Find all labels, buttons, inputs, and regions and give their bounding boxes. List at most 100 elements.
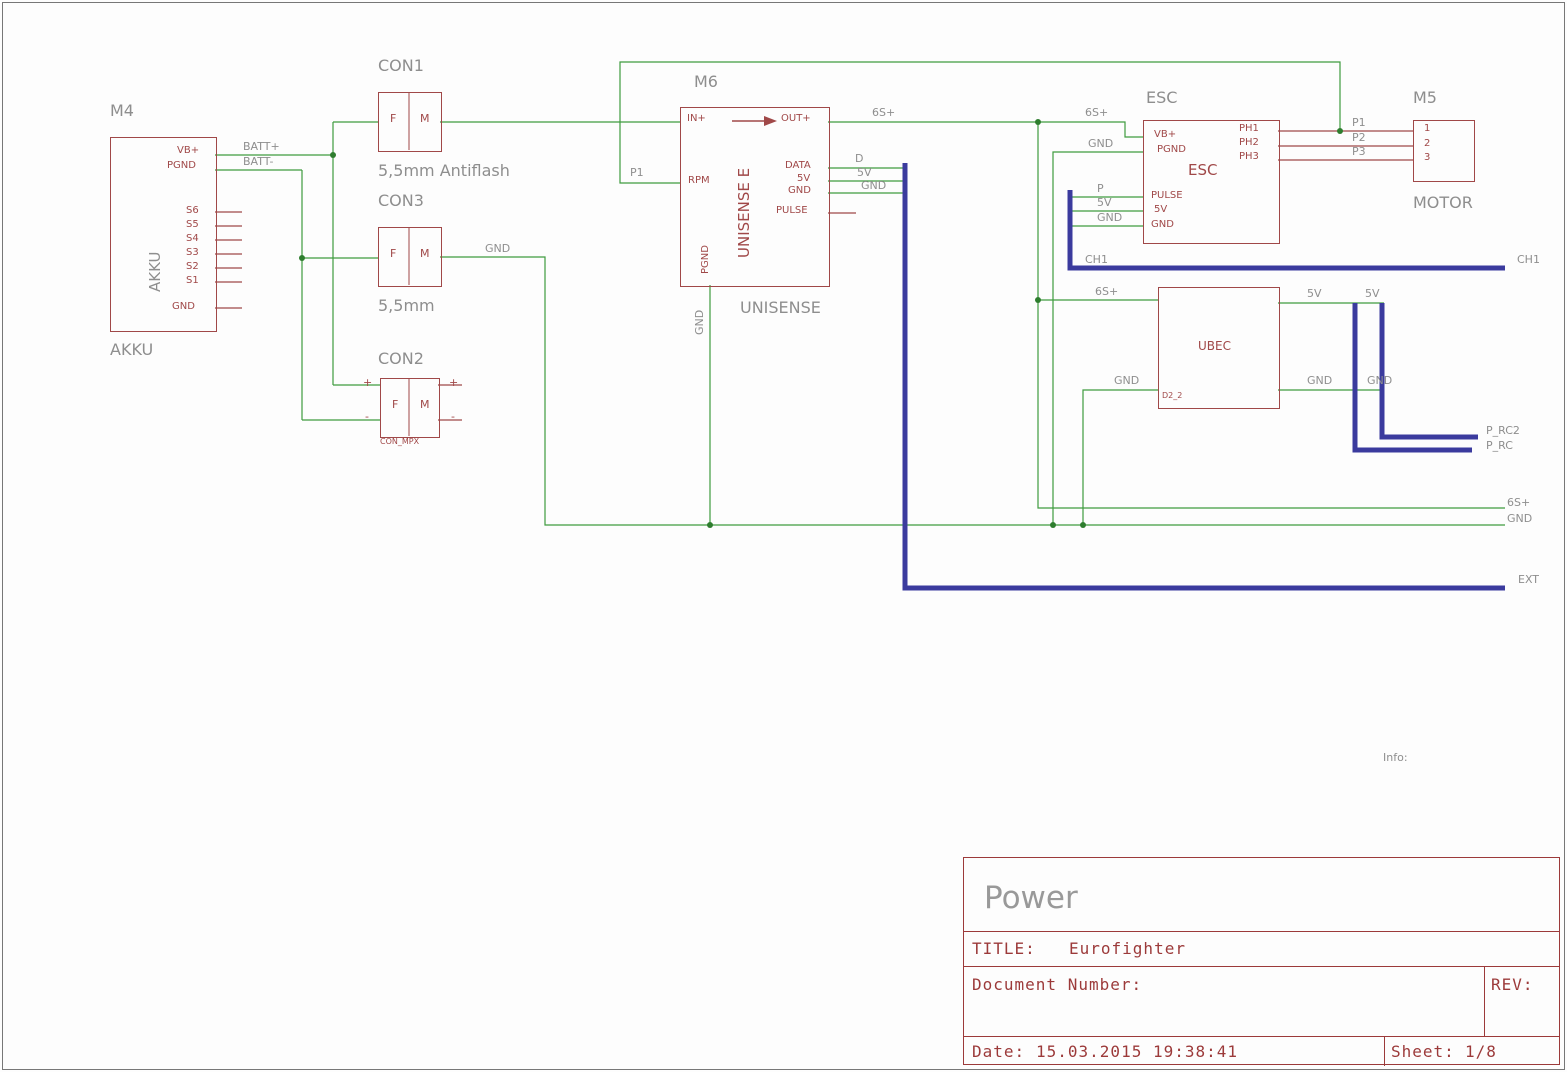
unisense-inner-label: UNISENSE E	[735, 167, 753, 258]
rev-label: REV:	[1491, 975, 1534, 994]
net-label-gnd-esc: GND	[1088, 137, 1114, 150]
unisense-pin-pulse: PULSE	[776, 205, 808, 216]
date-value: 15.03.2015 19:38:41	[1036, 1042, 1239, 1061]
esc-pin-ph1: PH1	[1239, 123, 1259, 134]
net-label-p-rc: P_RC	[1486, 439, 1513, 452]
wire-ubec-out	[1278, 302, 1384, 391]
esc-pin-vb: VB+	[1154, 129, 1177, 140]
wire-esc-servo	[1068, 196, 1143, 227]
net-label-gnd-esc-low: GND	[1097, 211, 1123, 224]
con2-ref: CON2	[378, 349, 424, 368]
wire-motor-phases	[1278, 130, 1413, 161]
con1-pin-f: F	[390, 112, 397, 125]
net-label-p-rc2: P_RC2	[1486, 424, 1520, 437]
sheet-label: Sheet:	[1391, 1042, 1455, 1061]
wire-unisense-signals	[828, 167, 903, 194]
flow-arrowhead-icon	[764, 116, 777, 126]
net-label-6s-bottom: 6S+	[1507, 496, 1531, 509]
net-label-p3-motor: P3	[1352, 145, 1366, 158]
document-number-label: Document Number:	[972, 975, 1143, 994]
unisense-body	[680, 107, 830, 287]
esc-body	[1143, 120, 1280, 244]
net-label-6s-mid: 6S+	[872, 106, 896, 119]
akku-inner-label: AKKU	[146, 251, 164, 292]
title-value: Eurofighter	[1069, 939, 1186, 958]
wire-gnd	[440, 151, 1505, 526]
net-label-5v-ubec-out1: 5V	[1307, 287, 1322, 300]
info-label: Info:	[1383, 751, 1408, 764]
con1-pin-m: M	[420, 112, 430, 125]
akku-pin-s6: S6	[186, 205, 199, 216]
ubec-body	[1158, 287, 1280, 409]
unisense-pin-data: DATA	[785, 160, 811, 171]
title-block-project-row: Power	[964, 858, 1559, 931]
esc-pin-gnd: GND	[1151, 219, 1174, 230]
bus-ch1	[1067, 190, 1505, 271]
net-label-gnd-ubec-in: GND	[1114, 374, 1140, 387]
esc-pin-pulse: PULSE	[1151, 190, 1183, 201]
net-label-gnd-bottom: GND	[1507, 512, 1533, 525]
con2-body	[380, 378, 440, 438]
junction-dots	[299, 119, 1343, 528]
unisense-pin-pgnd: PGND	[700, 245, 711, 274]
con3-body	[378, 227, 442, 287]
unisense-pin-rpm: RPM	[688, 175, 710, 186]
net-label-p1-motor: P1	[1352, 116, 1366, 129]
net-label-gnd-con3: GND	[485, 242, 511, 255]
akku-pin-s1: S1	[186, 275, 199, 286]
net-label-ch1-left: CH1	[1085, 253, 1108, 266]
esc-pin-ph3: PH3	[1239, 151, 1259, 162]
title-block-date-row: Date: 15.03.2015 19:38:41 Sheet: 1/8	[964, 1036, 1561, 1066]
net-label-gnd-unisense: GND	[861, 179, 887, 192]
esc-pin-pgnd: PGND	[1157, 144, 1186, 155]
con2-stubs	[438, 384, 462, 421]
akku-ref: M4	[110, 101, 134, 120]
esc-inner-label: ESC	[1188, 161, 1218, 179]
net-label-5v-unisense: 5V	[857, 166, 872, 179]
net-label-p-esc: P	[1097, 182, 1104, 195]
sheet-cell: Sheet: 1/8	[1384, 1037, 1561, 1066]
motor-ref: M5	[1413, 88, 1437, 107]
akku-pin-s4: S4	[186, 233, 199, 244]
net-label-5v-ubec-out2: 5V	[1365, 287, 1380, 300]
unisense-pin-out: OUT+	[781, 113, 811, 124]
motor-body	[1413, 120, 1475, 182]
net-label-ch1-right: CH1	[1517, 253, 1540, 266]
bus-p-rc2	[1379, 303, 1478, 440]
esc-pin-ph2: PH2	[1239, 137, 1259, 148]
con3-value: 5,5mm	[378, 296, 435, 315]
sheet-value: 1/8	[1465, 1042, 1497, 1061]
bus-p-rc	[1352, 303, 1472, 453]
motor-name: MOTOR	[1413, 193, 1473, 212]
net-label-6s-ubec: 6S+	[1095, 285, 1119, 298]
bus-ext	[902, 163, 1505, 591]
con2-minus-left: -	[365, 410, 369, 423]
unisense-pin-gnd: GND	[788, 185, 811, 196]
net-label-6s-esc: 6S+	[1085, 106, 1109, 119]
wire-6s-plus	[828, 121, 1505, 509]
akku-pin-gnd: GND	[172, 301, 195, 312]
unisense-pin-in: IN+	[687, 113, 706, 124]
ubec-sub-label: D2_2	[1162, 391, 1183, 400]
title-block-title-row: TITLE: Eurofighter	[964, 931, 1559, 966]
wire-rpm-p1	[619, 61, 1341, 184]
con2-value: CON_MPX	[380, 437, 420, 446]
akku-name: AKKU	[110, 340, 154, 359]
title-label: TITLE:	[972, 939, 1036, 958]
net-label-gnd-vertical: GND	[693, 309, 706, 335]
motor-pin-2: 2	[1424, 138, 1431, 149]
con2-pin-f: F	[392, 398, 399, 411]
project-name: Power	[984, 880, 1078, 916]
title-block-docnum-row: Document Number: REV:	[964, 966, 1559, 1037]
motor-pin-1: 1	[1424, 123, 1431, 134]
title-block: Power TITLE: Eurofighter Document Number…	[963, 857, 1561, 1066]
akku-pin-s5: S5	[186, 219, 199, 230]
net-label-batt-plus: BATT+	[243, 140, 280, 153]
date-label: Date:	[972, 1042, 1026, 1061]
akku-pin-s2: S2	[186, 261, 199, 272]
con2-pin-m: M	[420, 398, 430, 411]
ubec-inner-label: UBEC	[1198, 339, 1231, 353]
net-label-gnd-ubec-out2: GND	[1367, 374, 1393, 387]
